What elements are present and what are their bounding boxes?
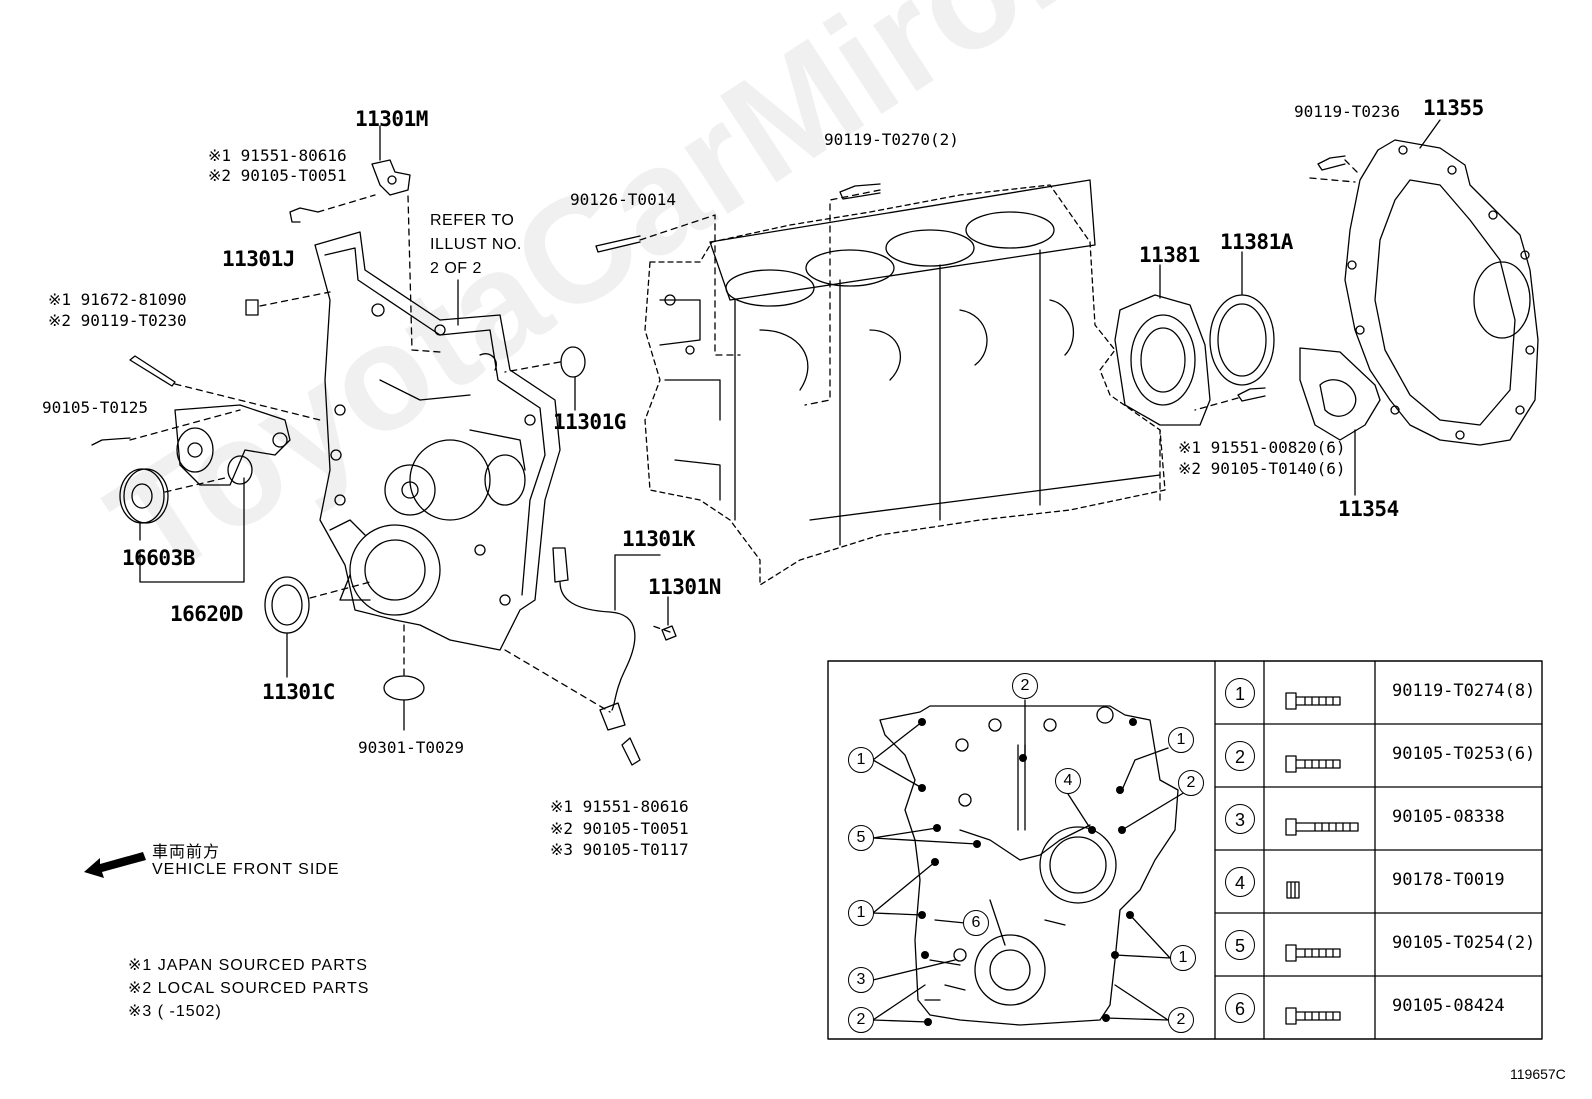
cylinder-block-drawing [644, 184, 1166, 586]
rear-oil-seal-drawing [1209, 294, 1275, 386]
part-label-90119-t0230-local[interactable]: ※2 90119-T0230 [48, 311, 187, 330]
bolt-table-number: 2 [1225, 741, 1255, 771]
bolt-table-number: 4 [1225, 867, 1255, 897]
bolt-table-code[interactable]: 90105-08424 [1392, 996, 1505, 1016]
footnote-2: ※2 LOCAL SOURCED PARTS [128, 980, 370, 997]
part-label-11301m-bolt-jp[interactable]: ※1 91551-80616 [208, 146, 347, 165]
part-label-11381-bolt-jp[interactable]: ※1 91551-00820(6) [1178, 438, 1346, 457]
part-label-11354[interactable]: 11354 [1338, 497, 1399, 521]
inset-callout: 1 [1170, 945, 1196, 971]
inset-callout: 2 [1012, 673, 1038, 699]
table-bolt-icons [1285, 692, 1359, 1025]
inset-callout: 4 [1055, 768, 1081, 794]
o-ring-11301g-drawing [560, 346, 586, 378]
part-label-90119-t0270[interactable]: 90119-T0270(2) [824, 130, 959, 149]
part-label-11301m-bolt-local[interactable]: ※2 90105-T0051 [208, 166, 347, 185]
o-ring-90301-drawing [383, 675, 425, 701]
part-label-16620d[interactable]: 16620D [170, 602, 243, 626]
part-label-11301k-bolt-range[interactable]: ※3 90105-T0117 [550, 840, 689, 859]
vehicle-front-label-jp: 車両前方 [152, 844, 221, 861]
part-label-11301m[interactable]: 11301M [355, 107, 428, 131]
bolt-table-number: 6 [1225, 993, 1255, 1023]
bolt-table-code[interactable]: 90105-08338 [1392, 807, 1505, 827]
rear-plate-drawing [1344, 139, 1539, 446]
inset-callout: 1 [1168, 727, 1194, 753]
cylinder-block-inner [659, 179, 1161, 546]
vehicle-front-label: VEHICLE FRONT SIDE [152, 861, 340, 878]
footnote-1: ※1 JAPAN SOURCED PARTS [128, 957, 368, 974]
refer-note-line-2: ILLUST NO. [430, 236, 522, 253]
part-label-16603b[interactable]: 16603B [122, 546, 195, 570]
part-label-90301-t0029[interactable]: 90301-T0029 [358, 738, 464, 757]
part-label-11301k-bolt-local[interactable]: ※2 90105-T0051 [550, 819, 689, 838]
timing-cover-drawing [314, 231, 561, 651]
leader-lines [139, 119, 1441, 731]
inset-callout: 1 [848, 900, 874, 926]
part-label-11301c[interactable]: 11301C [262, 680, 335, 704]
part-label-11355[interactable]: 11355 [1423, 96, 1484, 120]
inset-callout: 2 [1168, 1007, 1194, 1033]
inset-callout: 5 [848, 825, 874, 851]
plug-11301j-drawing [245, 299, 259, 316]
bolt-table-number: 1 [1225, 678, 1255, 708]
inset-callout: 3 [848, 967, 874, 993]
detail-inset [827, 660, 1543, 1040]
crank-sensor-drawing [552, 547, 636, 731]
idler-pulley-drawing [119, 468, 169, 524]
part-label-11301j[interactable]: 11301J [222, 247, 295, 271]
bolt-table-code[interactable]: 90105-T0254(2) [1392, 933, 1536, 953]
part-label-11301k-bolt-jp[interactable]: ※1 91551-80616 [550, 797, 689, 816]
end-plate-drawing [1299, 347, 1381, 441]
part-label-90119-t0236[interactable]: 90119-T0236 [1294, 102, 1400, 121]
bolts-drawing [91, 155, 1346, 766]
part-label-11381[interactable]: 11381 [1139, 243, 1200, 267]
part-label-90105-t0125[interactable]: 90105-T0125 [42, 398, 148, 417]
part-label-11301g[interactable]: 11301G [553, 410, 626, 434]
dashed-leader-lines [129, 159, 1361, 713]
callout-leader-lines [872, 699, 1186, 1023]
bolt-table-code[interactable]: 90119-T0274(8) [1392, 681, 1536, 701]
bolt-table-code[interactable]: 90105-T0253(6) [1392, 744, 1536, 764]
part-label-11301n[interactable]: 11301N [648, 575, 721, 599]
bolt-table-number: 5 [1225, 930, 1255, 960]
tensioner-drawing [174, 404, 291, 486]
vehicle-front-arrow-icon [84, 852, 146, 878]
inset-callout: 6 [963, 910, 989, 936]
part-label-90126-t0014[interactable]: 90126-T0014 [570, 190, 676, 209]
refer-note-line-1: REFER TO [430, 212, 515, 229]
cam-sensor-drawing [371, 159, 411, 196]
inset-callout: 2 [848, 1007, 874, 1033]
bolt-table-number: 3 [1225, 804, 1255, 834]
bolt-table-code[interactable]: 90178-T0019 [1392, 870, 1505, 890]
part-label-11381-bolt-local[interactable]: ※2 90105-T0140(6) [1178, 459, 1346, 478]
part-label-91672-jp[interactable]: ※1 91672-81090 [48, 290, 187, 309]
refer-note-line-3: 2 OF 2 [430, 260, 482, 277]
figure-id: 119657C [1510, 1066, 1566, 1082]
footnote-3: ※3 ( -1502) [128, 1003, 222, 1020]
inset-callout: 1 [848, 747, 874, 773]
refer-note: REFER TO ILLUST NO. 2 OF 2 [430, 209, 522, 281]
inset-callout: 2 [1178, 770, 1204, 796]
rear-oil-seal-retainer-drawing [1114, 294, 1211, 426]
part-label-11301k[interactable]: 11301K [622, 527, 695, 551]
part-label-11381a[interactable]: 11381A [1220, 230, 1293, 254]
